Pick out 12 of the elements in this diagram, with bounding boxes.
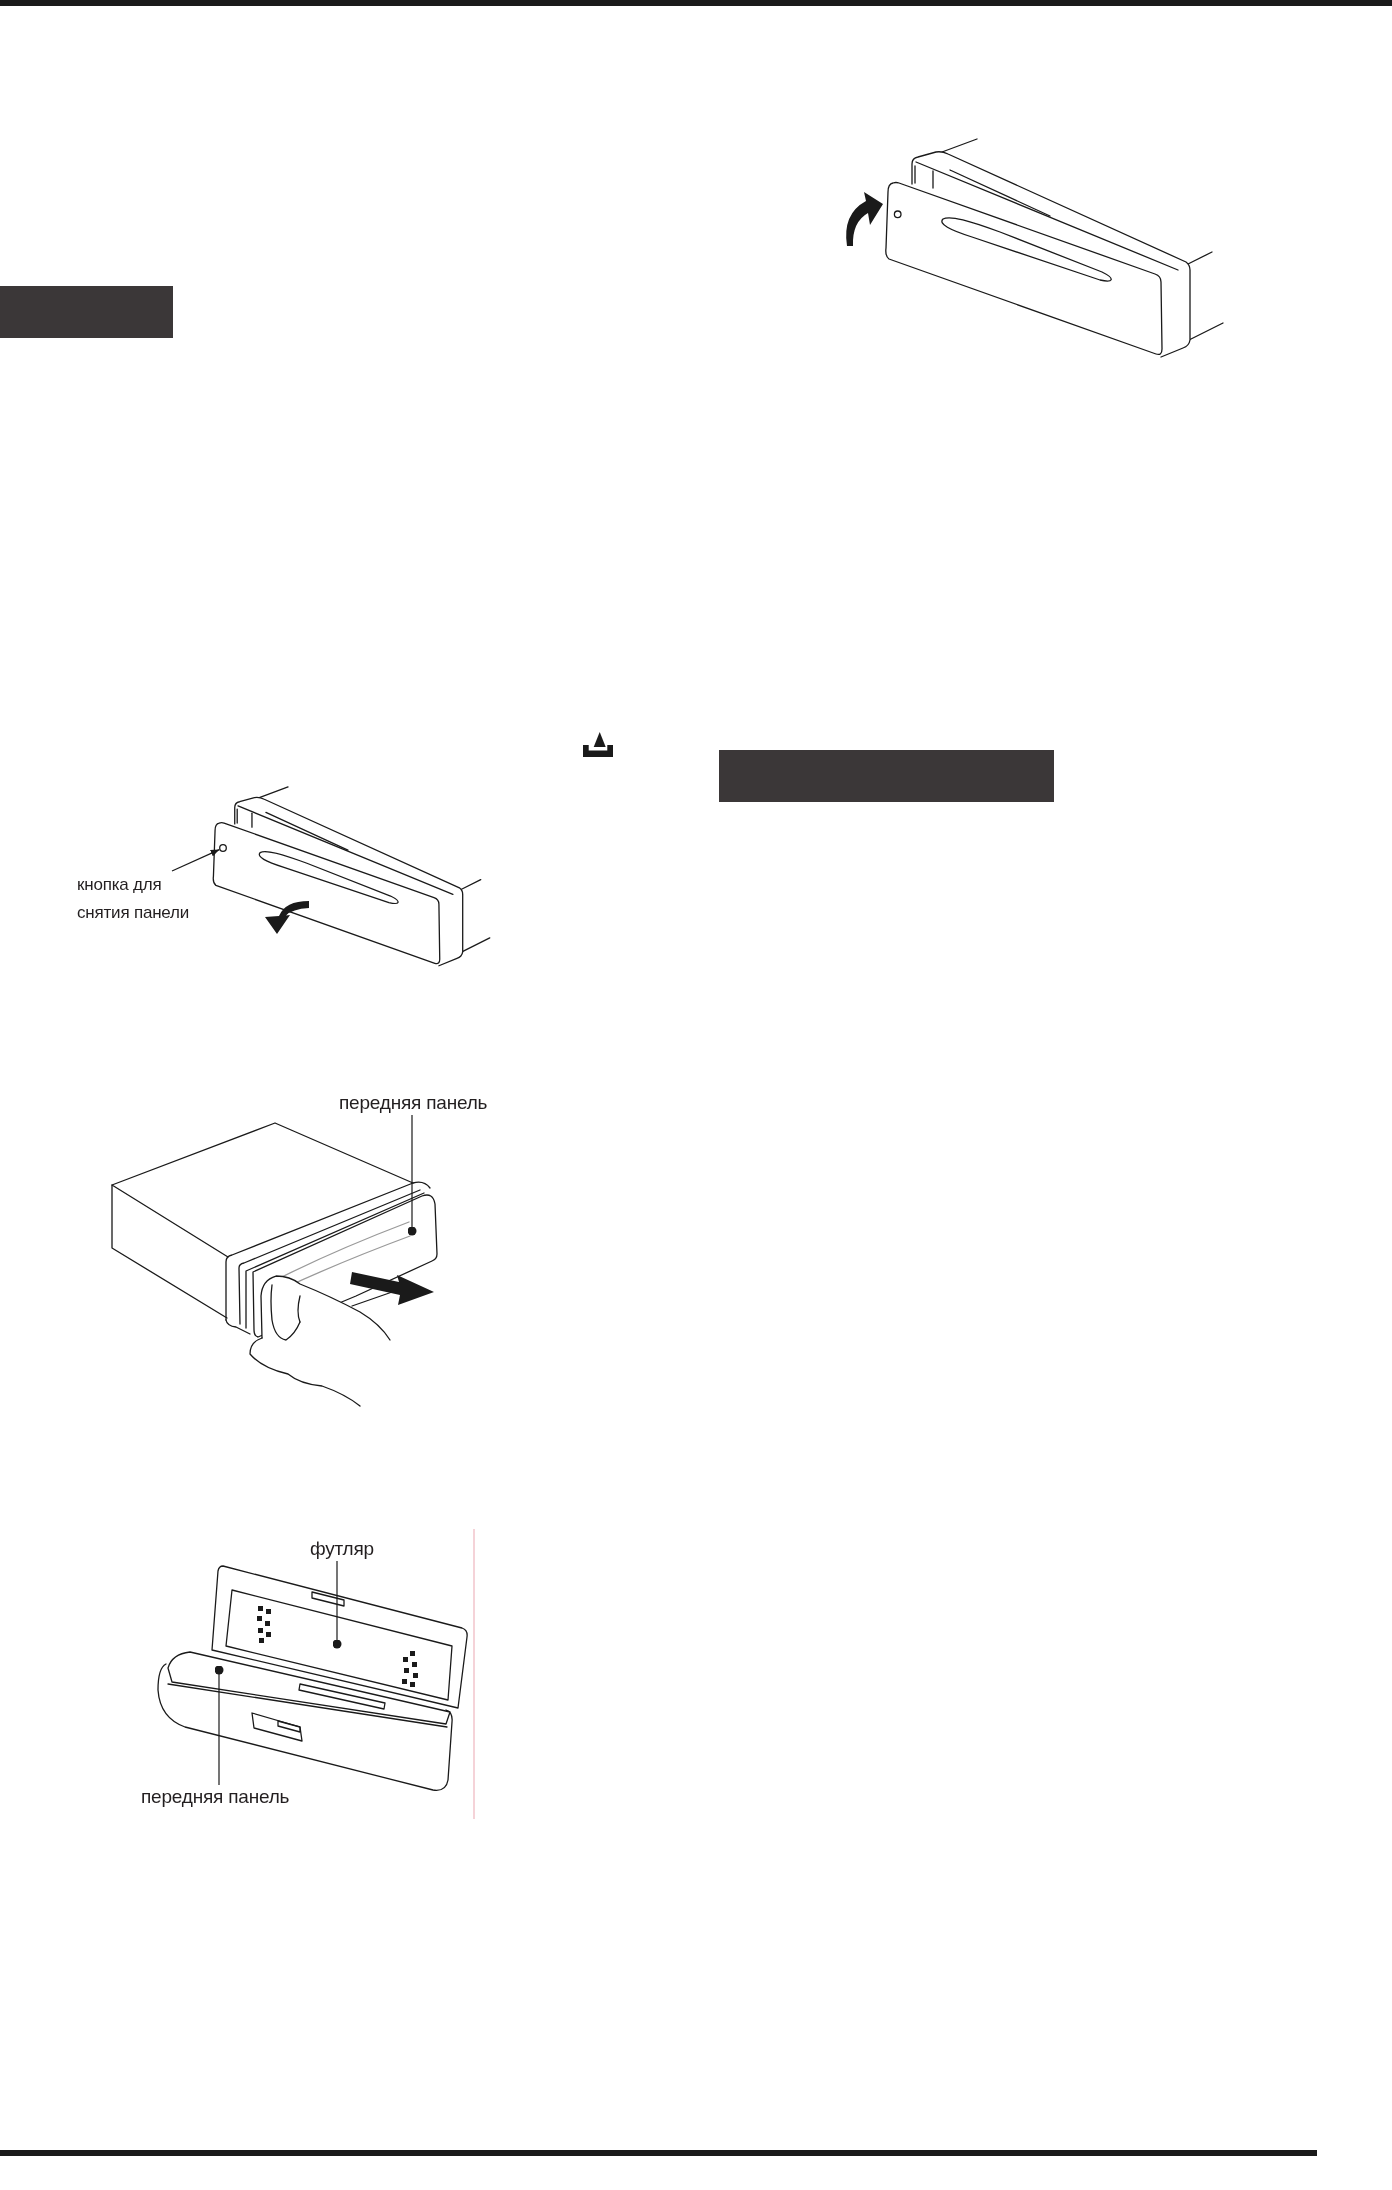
- part-label: передняя панель: [339, 1091, 488, 1115]
- part-label: передняя панель: [141, 1785, 290, 1809]
- case-lid: [211, 1565, 468, 1709]
- leader-line: [214, 1665, 224, 1786]
- leader-line: [171, 849, 220, 872]
- release-button: [219, 844, 227, 852]
- leader-line: [407, 1114, 417, 1236]
- heading-bar: [719, 750, 1054, 802]
- heading-bar: [0, 286, 173, 338]
- leader-line: [332, 1560, 342, 1649]
- part-label: кнопка для снятия панели: [77, 871, 191, 927]
- part-label: футляр: [310, 1537, 374, 1561]
